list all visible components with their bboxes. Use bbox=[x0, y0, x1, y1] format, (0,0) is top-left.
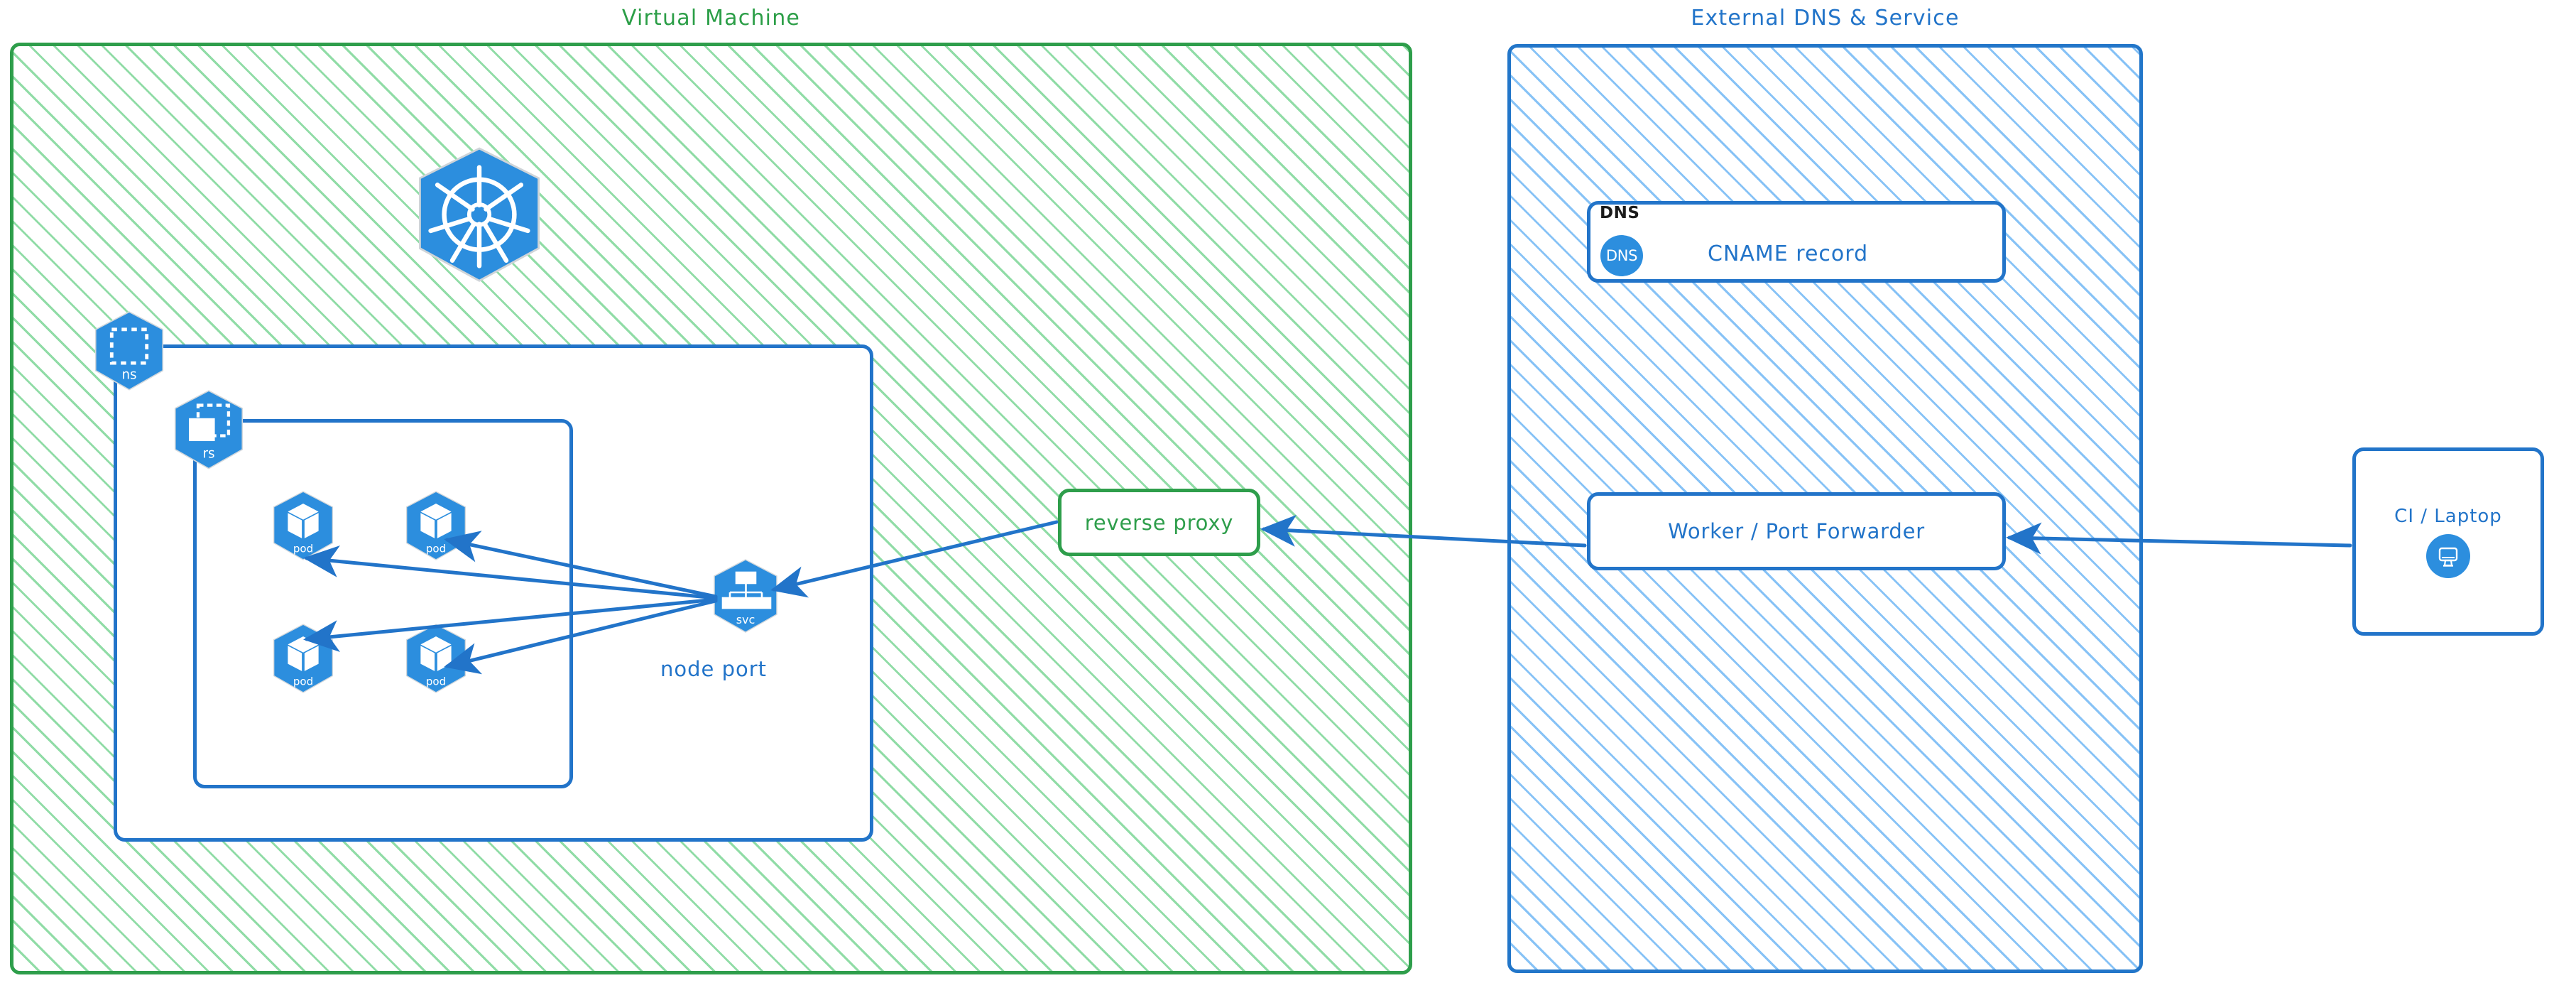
dns-card[interactable] bbox=[1587, 201, 2006, 283]
svg-text:pod: pod bbox=[426, 675, 446, 688]
svg-text:pod: pod bbox=[426, 543, 446, 555]
panel-title-external-dns-service: External DNS & Service bbox=[1691, 6, 1960, 31]
pod-icon: pod bbox=[270, 490, 337, 563]
service-icon: svc bbox=[710, 558, 781, 635]
replicaset-container bbox=[193, 419, 573, 788]
cname-record-label: CNAME record bbox=[1708, 241, 1869, 266]
dns-card-tag: DNS bbox=[1600, 204, 1640, 222]
node-port-label: node port bbox=[660, 657, 768, 681]
panel-title-virtual-machine: Virtual Machine bbox=[621, 6, 801, 31]
reverse-proxy-label: reverse proxy bbox=[1084, 510, 1234, 535]
svg-text:rs: rs bbox=[202, 447, 214, 462]
namespace-icon: ns bbox=[91, 310, 168, 393]
svg-text:ns: ns bbox=[121, 368, 136, 383]
kubernetes-wheel-icon bbox=[412, 146, 547, 288]
pod-icon: pod bbox=[403, 490, 469, 563]
ci-laptop-card[interactable]: CI / Laptop bbox=[2352, 447, 2544, 636]
svg-text:svc: svc bbox=[736, 613, 755, 626]
worker-port-forwarder-card[interactable]: Worker / Port Forwarder bbox=[1587, 492, 2006, 570]
svg-text:pod: pod bbox=[293, 543, 313, 555]
svg-text:pod: pod bbox=[293, 675, 313, 688]
dns-badge-icon: DNS bbox=[1600, 235, 1643, 276]
reverse-proxy-box[interactable]: reverse proxy bbox=[1058, 489, 1260, 556]
desktop-monitor-icon bbox=[2426, 533, 2470, 578]
worker-port-forwarder-label: Worker / Port Forwarder bbox=[1668, 519, 1925, 543]
pod-icon: pod bbox=[403, 623, 469, 695]
ci-laptop-label: CI / Laptop bbox=[2394, 505, 2502, 527]
replicaset-icon: rs bbox=[170, 389, 247, 472]
pod-icon: pod bbox=[270, 623, 337, 695]
